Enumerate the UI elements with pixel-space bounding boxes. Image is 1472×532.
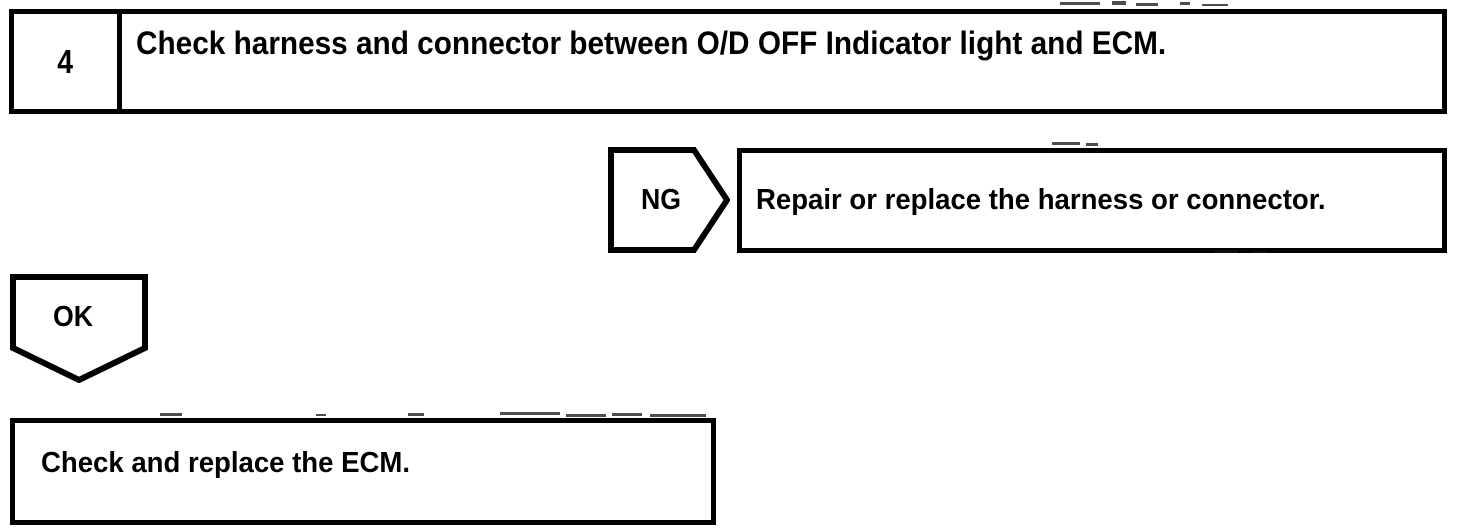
- ng-result-text: Repair or replace the harness or connect…: [756, 184, 1326, 216]
- scan-artifact: [316, 414, 326, 416]
- ok-branch-label: OK: [53, 301, 94, 333]
- ng-branch-arrow: [608, 147, 730, 253]
- step-instruction-cell: Check harness and connector between O/D …: [122, 14, 1442, 109]
- scan-artifact: [500, 412, 560, 415]
- scan-artifact: [408, 413, 424, 416]
- step-number: 4: [57, 43, 74, 80]
- step-number-cell: 4: [14, 14, 122, 109]
- step-header-row: 4 Check harness and connector between O/…: [9, 9, 1447, 114]
- ok-result-box: Check and replace the ECM.: [10, 418, 716, 525]
- scan-artifact: [1112, 1, 1126, 5]
- scan-artifact: [160, 413, 182, 416]
- scan-artifact: [1202, 4, 1228, 6]
- ok-branch-arrow: [10, 274, 148, 383]
- scan-artifact: [612, 413, 642, 416]
- scan-artifact: [566, 414, 606, 417]
- ng-result-box: Repair or replace the harness or connect…: [737, 148, 1447, 253]
- ok-result-text: Check and replace the ECM.: [41, 447, 410, 479]
- scan-artifact: [1086, 143, 1098, 146]
- scan-artifact: [1052, 142, 1080, 145]
- scan-artifact: [1060, 2, 1100, 5]
- ng-branch-label: NG: [641, 184, 682, 216]
- scan-artifact: [1136, 3, 1158, 6]
- scan-artifact: [650, 414, 706, 417]
- scan-artifact: [1180, 2, 1190, 5]
- step-instruction-text: Check harness and connector between O/D …: [136, 25, 1167, 61]
